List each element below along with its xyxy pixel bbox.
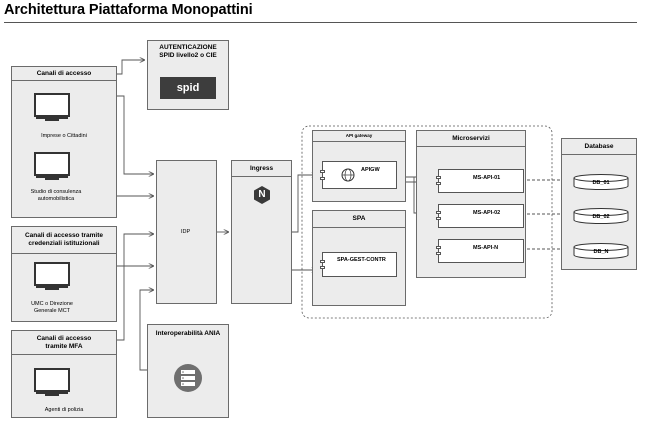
computer-icon xyxy=(34,152,70,180)
page-title: Architettura Piattaforma Monopattini xyxy=(4,2,253,18)
connector-ania-idp xyxy=(139,290,153,371)
component-port xyxy=(320,260,325,263)
microservizi-title: Microservizi xyxy=(417,131,525,147)
canali-credenziali-title: Canali di accesso tramite credenziali is… xyxy=(12,227,116,254)
db-n-label: DB_N xyxy=(593,249,609,255)
apigw-label: APIGW xyxy=(361,167,380,173)
computer-icon xyxy=(34,93,70,121)
server-icon xyxy=(174,364,202,392)
nginx-letter: N xyxy=(258,189,266,200)
spa-panel: SPA SPA-GEST-CONTR xyxy=(312,210,406,306)
component-port xyxy=(436,252,441,255)
ms-api-01-label: MS-API-01 xyxy=(473,175,501,181)
interoperabilita-panel: Interoperabilità ANIA xyxy=(147,324,229,418)
spid-logo: spid xyxy=(160,77,216,99)
backend-boundary xyxy=(301,125,553,319)
ms-api-02-component: MS-API-02 xyxy=(436,204,524,228)
component-port xyxy=(436,217,441,220)
component-port xyxy=(436,211,441,214)
database-icon xyxy=(573,208,629,224)
canali-mfa-title: Canali di accesso tramite MFA xyxy=(12,331,116,355)
ms-api-02-label: MS-API-02 xyxy=(473,210,501,216)
api-gateway-title: API gateway xyxy=(313,131,405,142)
component-port xyxy=(436,246,441,249)
db-01-label: DB_01 xyxy=(592,180,610,186)
channel-label-agenti: Agenti di polizia xyxy=(44,407,84,413)
nginx-icon xyxy=(254,186,270,204)
component-port xyxy=(320,170,325,173)
globe-icon xyxy=(341,168,355,182)
canali-accesso-title: Canali di accesso xyxy=(12,67,116,81)
connector-canali-autenticazione xyxy=(117,60,144,75)
channel-label-studio: Studio di consulenza automobilistica xyxy=(30,189,82,202)
microservizi-panel: Microservizi MS-API-01 MS-API-02 MS-API-… xyxy=(416,130,526,278)
spa-title: SPA xyxy=(313,211,405,228)
idp-label: IDP xyxy=(181,229,191,235)
apigw-component: APIGW xyxy=(320,161,397,189)
channel-label-imprese: Imprese o Cittadini xyxy=(41,133,87,139)
component-port xyxy=(436,176,441,179)
connector-credenziali-idp xyxy=(117,234,153,267)
canali-credenziali-panel: Canali di accesso tramite credenziali is… xyxy=(11,226,117,322)
ms-api-01-component: MS-API-01 xyxy=(436,169,524,193)
connector-mfa-idp xyxy=(117,266,153,341)
database-title: Database xyxy=(562,139,636,155)
database-icon xyxy=(573,174,629,190)
autenticazione-panel: AUTENTICAZIONE SPID livello2 o CIE spid xyxy=(147,40,229,110)
spid-logo-text: spid xyxy=(176,82,200,94)
component-port xyxy=(320,266,325,269)
computer-icon xyxy=(34,262,70,290)
component-port xyxy=(436,182,441,185)
idp-panel: IDP xyxy=(156,160,217,304)
canali-accesso-panel: Canali di accesso Imprese o Cittadini St… xyxy=(11,66,117,218)
ms-api-n-label: MS-API-N xyxy=(473,245,499,251)
channel-label-umc: UMC o Direzione Generale MCT xyxy=(31,301,73,314)
computer-icon xyxy=(34,368,70,396)
title-divider xyxy=(4,22,637,23)
connector-ingress-apigw xyxy=(292,175,316,233)
ms-api-n-component: MS-API-N xyxy=(436,239,524,263)
interoperabilita-title: Interoperabilità ANIA xyxy=(155,330,221,337)
component-port xyxy=(320,177,325,180)
api-gateway-panel: API gateway APIGW xyxy=(312,130,406,202)
spa-gest-contr-component: SPA-GEST-CONTR xyxy=(320,252,397,277)
database-panel: Database DB_01 DB_02 DB_N xyxy=(561,138,637,270)
autenticazione-title: AUTENTICAZIONE SPID livello2 o CIE xyxy=(159,44,217,59)
spa-gest-contr-label: SPA-GEST-CONTR xyxy=(337,257,386,263)
ingress-panel: Ingress N xyxy=(231,160,292,304)
database-icon xyxy=(573,243,629,259)
db-02-label: DB_02 xyxy=(592,214,610,220)
connector-canali-idp xyxy=(117,95,153,174)
ingress-title: Ingress xyxy=(232,161,291,177)
canali-mfa-panel: Canali di accesso tramite MFA Agenti di … xyxy=(11,330,117,418)
